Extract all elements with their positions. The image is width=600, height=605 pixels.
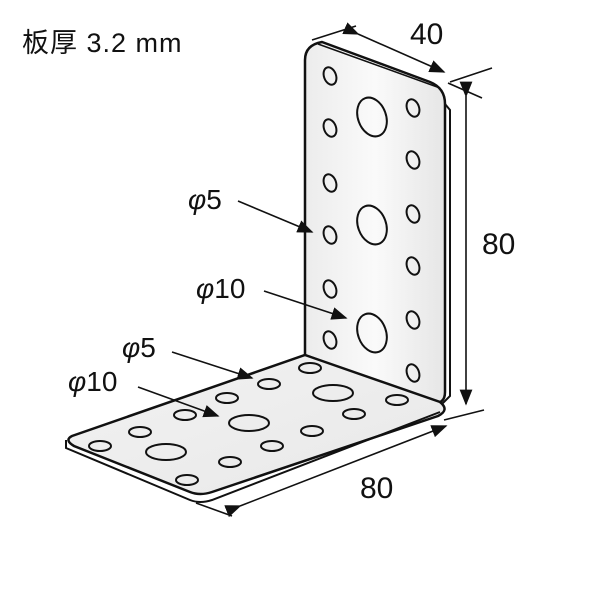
plate-thickness-label: 板厚 3.2 mm bbox=[22, 28, 183, 58]
horizontal-plate bbox=[65, 353, 446, 503]
diameter-symbol: φ bbox=[68, 366, 87, 397]
callout-vertical-small-hole: φ5 bbox=[188, 184, 222, 215]
vertical-plate bbox=[303, 40, 451, 407]
dimension-width-top: 40 bbox=[410, 18, 444, 51]
callout-horizontal-large-hole: φ10 bbox=[68, 366, 118, 397]
dimension-length-bottom: 80 bbox=[360, 472, 394, 505]
callout-horizontal-small-hole: φ5 bbox=[122, 332, 156, 363]
callout-vertical-large-hole: φ10 bbox=[196, 273, 246, 304]
dimension-height-vertical: 80 bbox=[482, 228, 516, 261]
dimension-lines bbox=[137, 22, 493, 518]
diameter-symbol: φ bbox=[188, 184, 207, 215]
diameter-symbol: φ bbox=[196, 273, 215, 304]
diameter-symbol: φ bbox=[122, 332, 141, 363]
